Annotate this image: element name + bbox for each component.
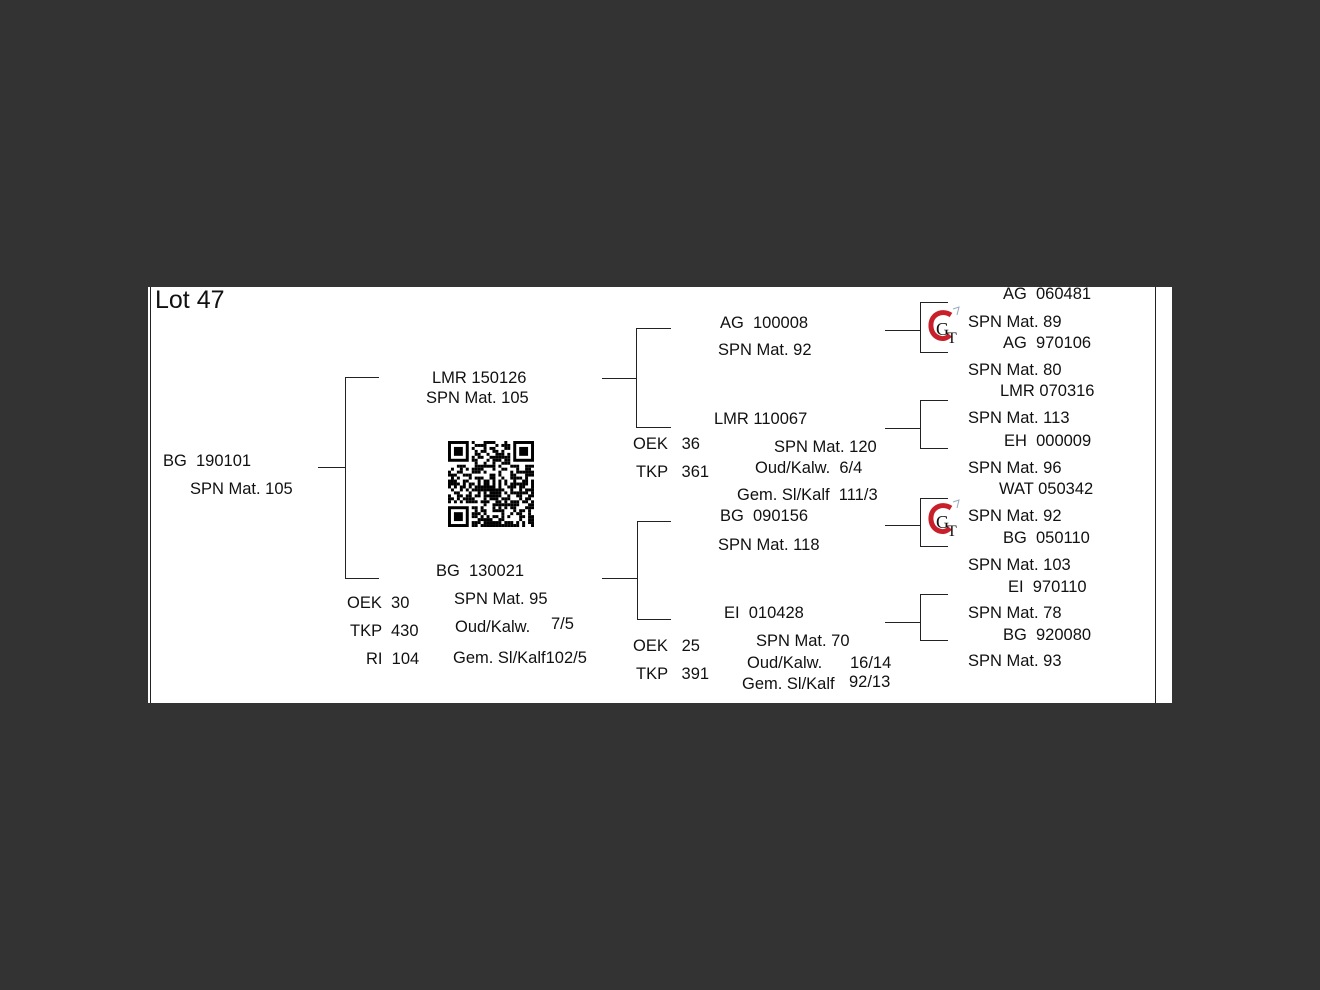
sire-dam-id: LMR 110067 [714,410,808,428]
dam-sire-id: BG 090156 [720,507,809,525]
dam-dam-gem-label: Gem. Sl/Kalf [742,675,835,693]
pedigree-lines [150,287,1156,703]
lot-title: Lot 47 [155,287,225,314]
dam-dam-oud-kalw: 16/14 [850,654,892,672]
gen3-spn: SPN Mat. 93 [968,652,1062,670]
dam-gem: Gem. Sl/Kalf102/5 [453,649,587,667]
gen3-id: BG 050110 [1003,529,1090,547]
bracket-sire [602,328,671,428]
gen3-spn: SPN Mat. 80 [968,361,1062,379]
bracket-sire-sire [885,302,948,353]
dam-oek: OEK 30 [347,594,410,612]
sire-dam-tkp: TKP 361 [636,463,710,481]
bracket-dam [602,521,671,620]
sire-sire-spn: SPN Mat. 92 [718,341,812,359]
sire-dam-oud-kalw: Oud/Kalw. 6/4 [755,459,863,477]
gen3-id: LMR 070316 [1000,382,1095,400]
dam-dam-spn: SPN Mat. 70 [756,632,850,650]
gen3-spn: SPN Mat. 89 [968,313,1062,331]
dam-id: BG 130021 [436,562,525,580]
sire-spn: SPN Mat. 105 [426,389,529,407]
svg-text:T: T [947,523,957,540]
gen3-spn: SPN Mat. 103 [968,556,1071,574]
gen3-spn: SPN Mat. 78 [968,604,1062,622]
gen3-spn: SPN Mat. 96 [968,459,1062,477]
svg-text:G: G [936,319,949,339]
dam-dam-tkp: TKP 391 [636,665,710,683]
dam-tkp: TKP 430 [350,622,419,640]
dam-dam-oud-kalw-label: Oud/Kalw. [747,654,823,672]
gen3-spn: SPN Mat. 92 [968,507,1062,525]
bracket-dam-sire [885,498,948,547]
sire-dam-oek: OEK 36 [633,435,700,453]
sire-dam-spn: SPN Mat. 120 [774,438,877,456]
bracket-dam-dam [885,594,948,641]
dam-oud-kalw-label: Oud/Kalw. [455,618,531,636]
bracket-subject [318,377,379,579]
gen3-id: WAT 050342 [999,480,1094,498]
gen3-id: BG 920080 [1003,626,1092,644]
subject-id: BG 190101 [163,452,252,470]
gen3-id: EH 000009 [1004,432,1092,450]
dam-ri: RI 104 [366,650,420,668]
gen3-spn: SPN Mat. 113 [968,409,1070,427]
dam-spn: SPN Mat. 95 [454,590,548,608]
subject-spn: SPN Mat. 105 [190,480,293,498]
sire-dam-gem: Gem. Sl/Kalf 111/3 [737,486,878,504]
sire-id: LMR 150126 [432,369,527,387]
dam-sire-spn: SPN Mat. 118 [718,536,820,554]
sire-sire-id: AG 100008 [720,314,809,332]
bracket-sire-dam [885,400,948,449]
dam-dam-oek: OEK 25 [633,637,700,655]
svg-text:G: G [936,512,949,532]
gt-logo-icon: G T [928,499,960,540]
gen3-id: AG 970106 [1003,334,1092,352]
pedigree-page: Lot 47 BG 190101 SPN Mat. 105 LMR 150126… [148,287,1172,703]
gen3-id: EI 970110 [1008,578,1087,596]
gt-logo-icon: G T [928,306,960,347]
gen3-id: AG 060481 [1003,287,1092,303]
qr-code [448,441,534,527]
dam-oud-kalw: 7/5 [551,615,574,633]
svg-text:T: T [947,330,957,347]
dam-dam-gem: 92/13 [849,673,891,691]
dam-dam-id: EI 010428 [724,604,804,622]
